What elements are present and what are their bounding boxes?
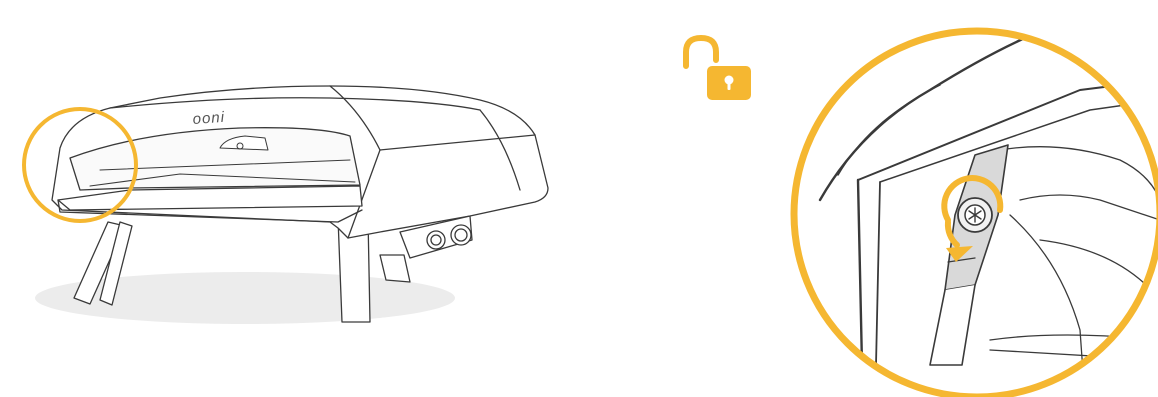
oven-brand-logo: ooni [192,109,225,128]
oven-control-knob-2 [451,225,471,245]
oven-control-knob-1 [427,231,445,249]
unlocked-padlock-icon [686,38,751,100]
pizza-oven-illustration [35,86,548,324]
oven-leg-back-right [380,255,410,282]
